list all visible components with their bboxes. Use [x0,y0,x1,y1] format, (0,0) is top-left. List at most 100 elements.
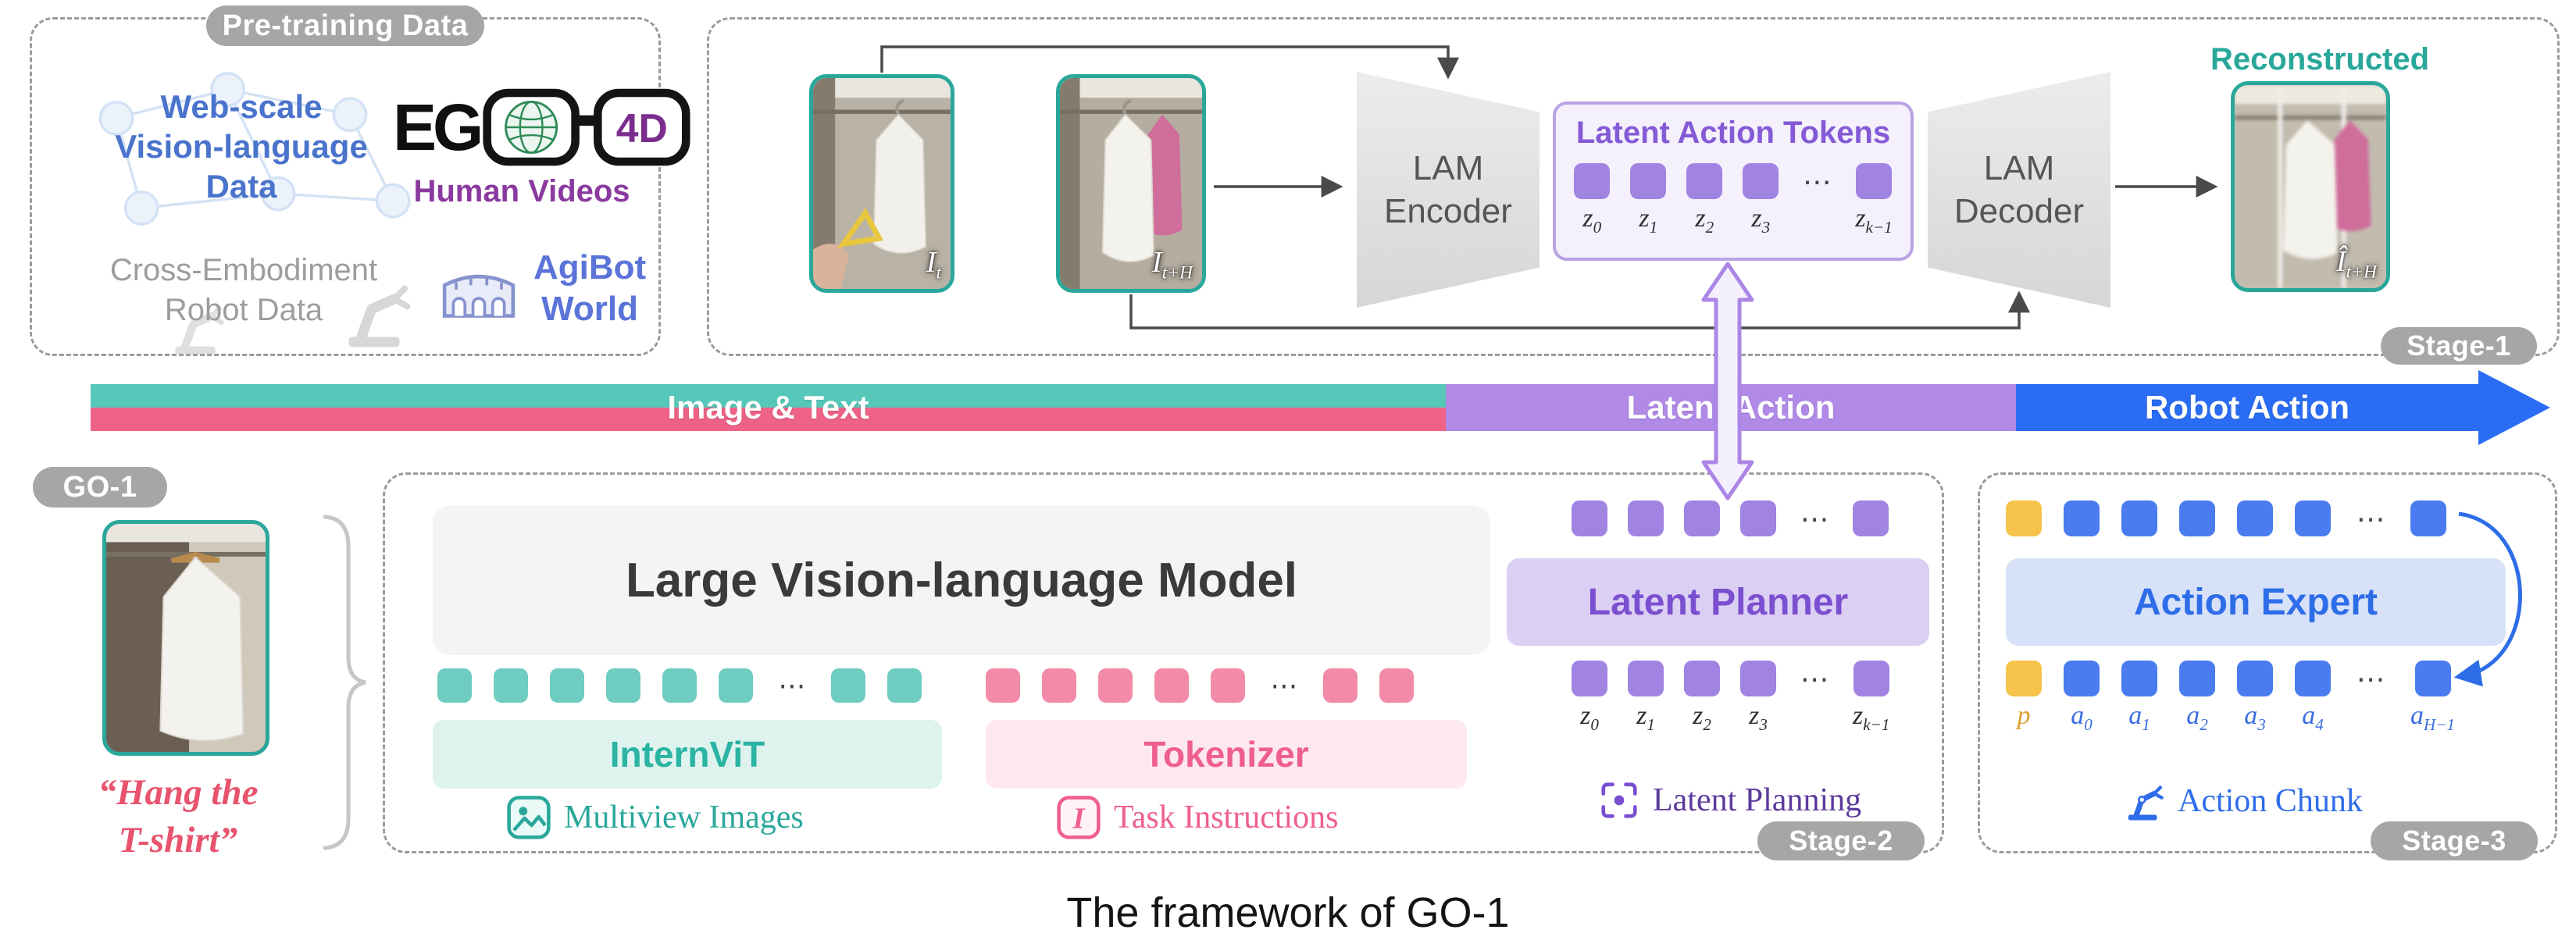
token-label [2367,703,2374,729]
token-ellipsis: ⋯ [1800,502,1829,535]
token-ellipsis: ⋯ [2353,661,2389,729]
ego4d-logo: EG 4D [393,85,690,169]
reconstructed-image-label: Ît+H [2335,245,2377,283]
token-label: z0 [1582,204,1602,237]
reconstructed-label: Reconstructed [2210,42,2430,77]
token-label: aH−1 [2410,701,2455,734]
agibot-world-label: AgiBot World [533,248,647,328]
token-label: zk−1 [1853,701,1890,734]
token-label: a2 [2186,701,2208,734]
latent-planning-label: Latent Planning [1653,782,1862,818]
task-instructions-label: Task Instructions [1114,800,1339,835]
task-instructions-item: I Task Instructions [1056,795,1339,840]
wardrobe-photo-illustration [813,78,951,289]
token-square: z2 [1684,661,1720,733]
stage2-pill: Stage-2 [1757,821,1925,860]
token-square [1628,500,1664,536]
multiview-images-item: Multiview Images [506,795,804,840]
token-square: a2 [2179,661,2215,733]
internvit-block: InternViT [433,720,942,789]
wardrobe-photo-illustration [106,524,266,752]
multiview-images-icon [507,796,551,839]
token-square: z0 [1572,661,1607,733]
figure-caption: The framework of GO-1 [1066,889,1510,936]
go1-input-image [102,520,269,756]
token-square [1042,668,1076,703]
token-square: a1 [2121,661,2157,733]
ego4d-glasses-icon: 4D [483,88,690,166]
token-label: a1 [2128,701,2150,734]
token-square: p [2006,661,2042,729]
action-expert-block: Action Expert [2006,558,2506,646]
token-square: z0 [1574,163,1611,237]
planner-input-token-row: ⋯ [1572,500,1889,536]
vision-token-row: ⋯ [437,668,922,703]
token-square: a0 [2064,661,2100,733]
token-square [1379,668,1414,703]
text-stripe [91,408,1446,431]
token-square: z1 [1630,163,1667,237]
cross-embodiment-label: Cross-Embodiment Robot Data [109,253,378,328]
pretraining-data-panel: Pre-training Data Web-scale Vision-langu… [30,5,690,356]
token-square: z3 [1740,661,1776,733]
token-square [494,668,528,703]
vlm-block: Large Vision-language Model [433,505,1490,655]
token-label: a3 [2244,701,2266,734]
network-decoration-icon [98,72,411,226]
stage1-panel: Stage-1 [707,17,2560,365]
stage3-pill: Stage-3 [2371,821,2538,860]
token-square [2410,500,2446,536]
token-square [1740,500,1776,536]
wardrobe-photo-illustration [2235,85,2386,288]
token-square: z1 [1628,661,1664,733]
latent-planner-block: Latent Planner [1507,558,1929,646]
flowbar-arrowhead [2478,370,2550,445]
token-square [1323,668,1358,703]
action-chunk-item: Action Chunk [2121,779,2363,823]
reconstructed-image: Ît+H [2231,81,2390,292]
task-instruction-text: “Hang the T-shirt” [98,772,259,861]
token-square [437,668,472,703]
latent-action-label: Latent Action [1626,389,1836,426]
token-square [2064,500,2100,536]
go1-pill: GO-1 [33,467,167,508]
token-label [1814,205,1821,232]
robot-arm-icon [2128,785,2164,821]
agibot-world-item: AgiBot World [438,248,646,330]
image-t-plus-h-label: It+H [1151,246,1193,283]
token-label: a0 [2071,701,2093,734]
token-square: z3 [1743,163,1779,236]
image-stripe [91,384,1446,408]
token-square: z2 [1686,163,1723,236]
web-scale-data-label: Web-scale Vision-language Data [115,88,368,205]
token-label: z1 [1636,701,1655,734]
token-square [2179,500,2215,536]
token-square [2006,500,2042,536]
token-square [2295,500,2331,536]
token-square [1154,668,1189,703]
token-ellipsis: ⋯ [1799,163,1835,232]
ego4d-logo-text: EG [393,90,483,164]
task-instructions-icon: I [1057,796,1101,839]
token-square [662,668,697,703]
token-square [2121,500,2157,536]
robot-action-label: Robot Action [2144,389,2350,426]
image-text-label: Image & Text [667,389,869,426]
token-label: z1 [1639,204,1658,237]
input-brace [323,515,366,850]
token-square: aH−1 [2410,661,2455,733]
token-square [2237,500,2273,536]
token-square [986,668,1020,703]
recurrence-loop-arrow [2453,511,2522,687]
token-square [606,668,640,703]
multiview-images-label: Multiview Images [564,800,804,835]
observation-image-t: It [809,74,954,293]
token-square [1098,668,1133,703]
lam-encoder-block: LAM Encoder [1357,72,1540,308]
flowbar-image-text-segment: Image & Text [91,384,1446,431]
flowbar-latent-action-segment: Latent Action [1446,384,2016,431]
tokenizer-block: Tokenizer [986,720,1467,789]
token-square [887,668,922,703]
